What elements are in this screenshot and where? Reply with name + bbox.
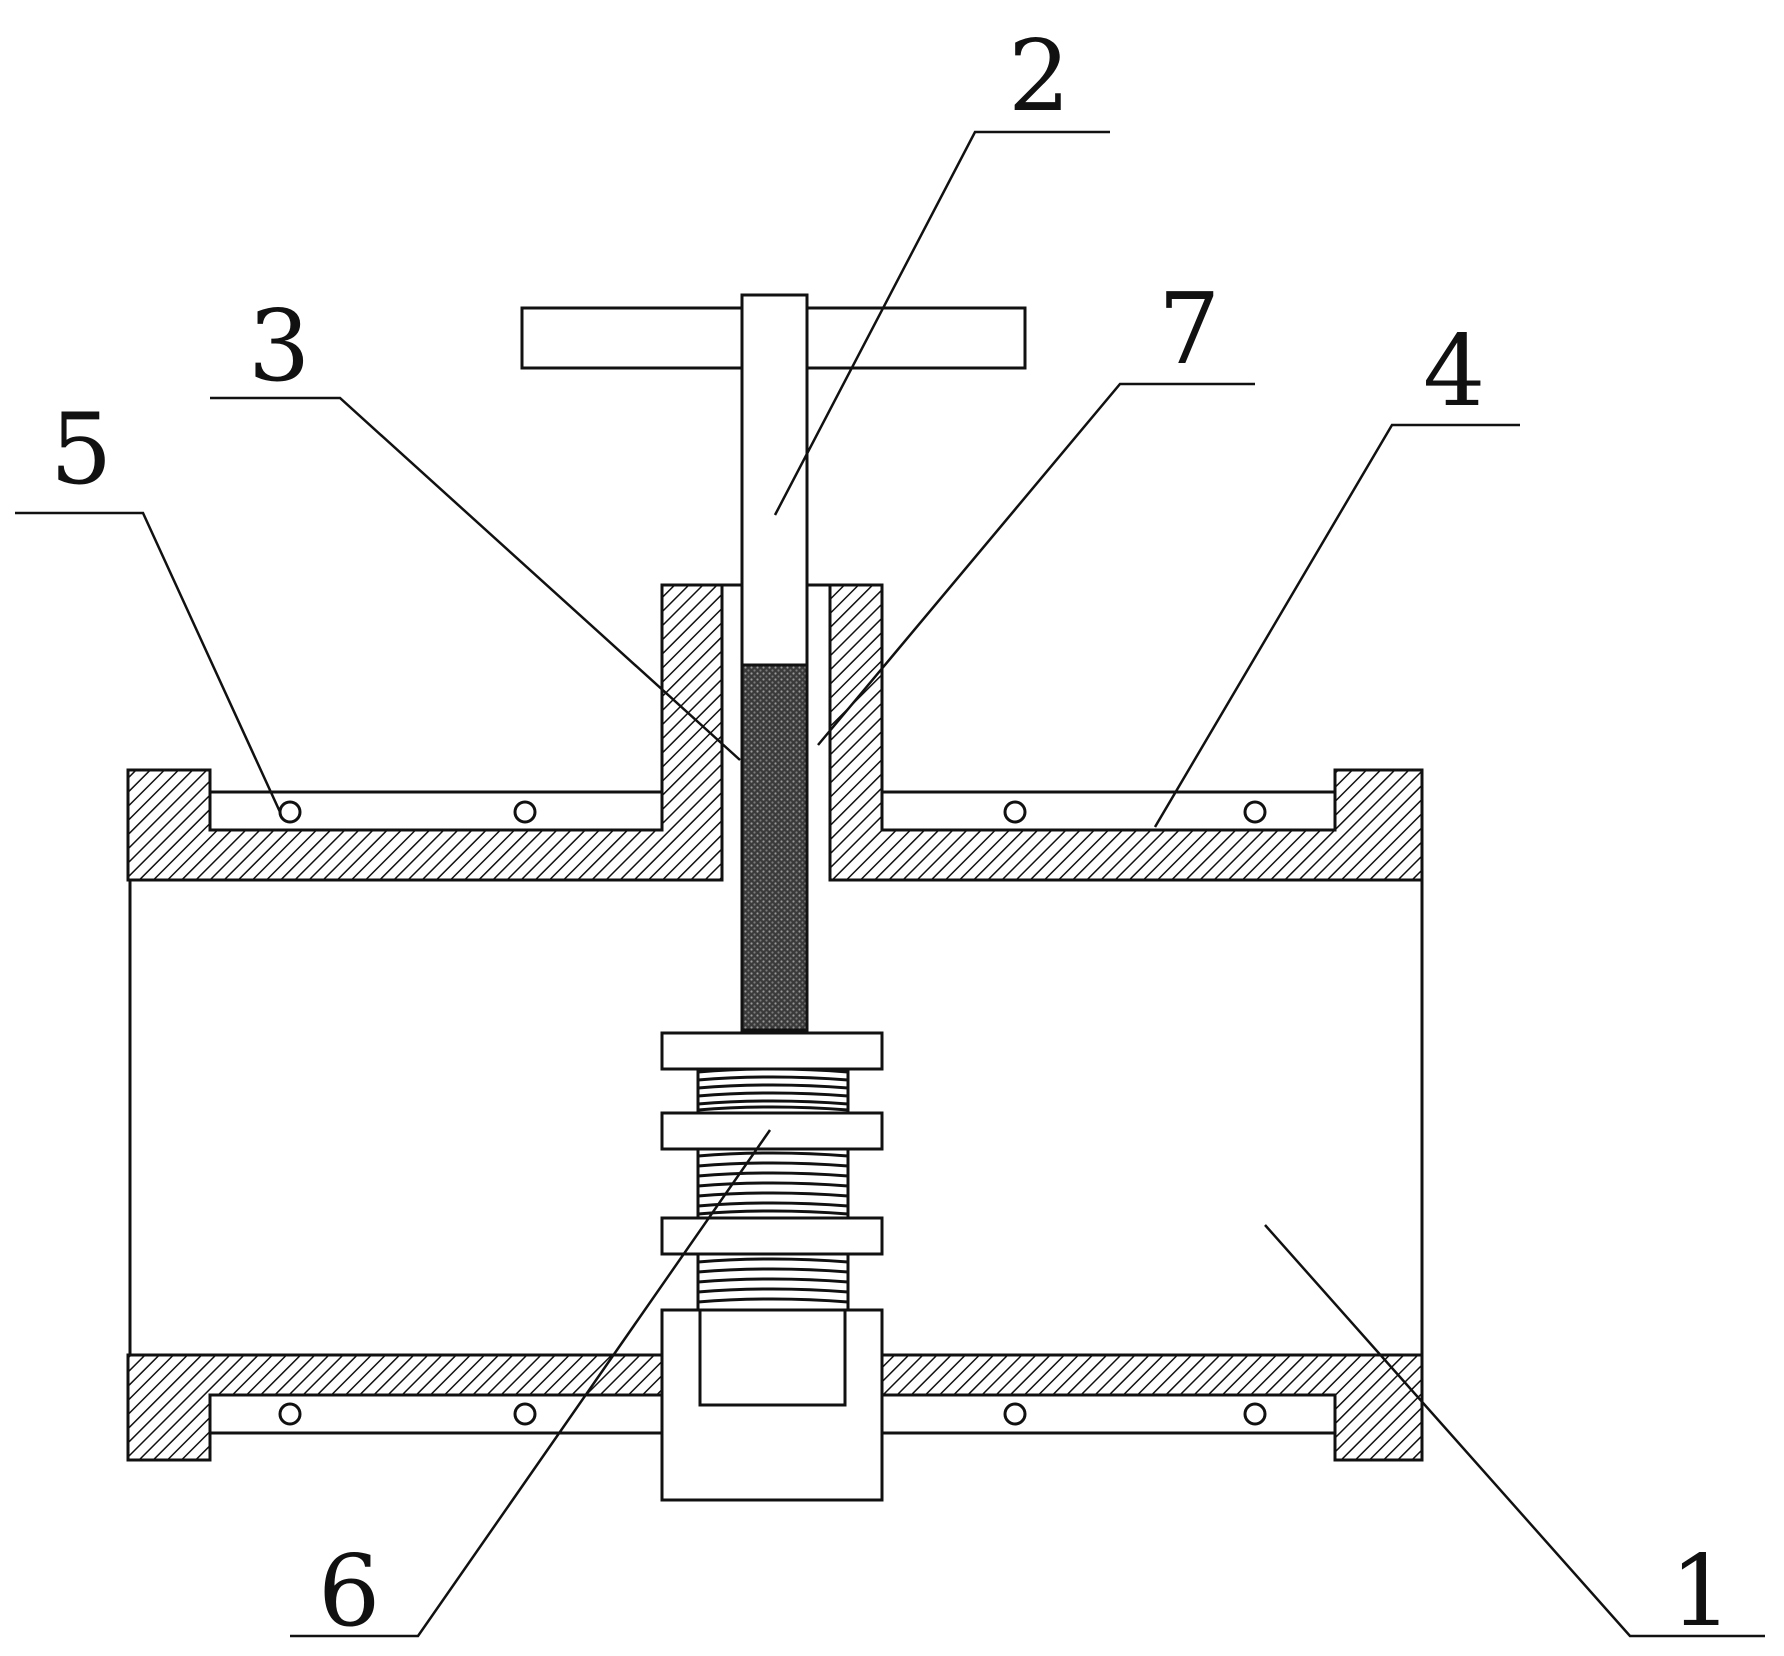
leader-lines	[15, 130, 1765, 1638]
callout-labels: 2 3 7 4 5 6 1	[50, 20, 1732, 1649]
springs	[696, 1067, 850, 1310]
valve-seat	[660, 1308, 884, 1502]
label-6: 6	[318, 1535, 380, 1649]
lower-bolts	[278, 1402, 1267, 1426]
handwheel	[520, 293, 1027, 687]
pipe-body	[128, 880, 1424, 1355]
disc-stack	[660, 1031, 884, 1256]
label-7: 7	[1158, 273, 1220, 387]
threaded-stem	[740, 663, 809, 1032]
label-2: 2	[1008, 20, 1070, 134]
label-4: 4	[1423, 315, 1485, 429]
upper-wall	[126, 583, 1424, 882]
label-1: 1	[1670, 1535, 1732, 1649]
label-3: 3	[248, 290, 310, 404]
label-5: 5	[50, 393, 112, 507]
